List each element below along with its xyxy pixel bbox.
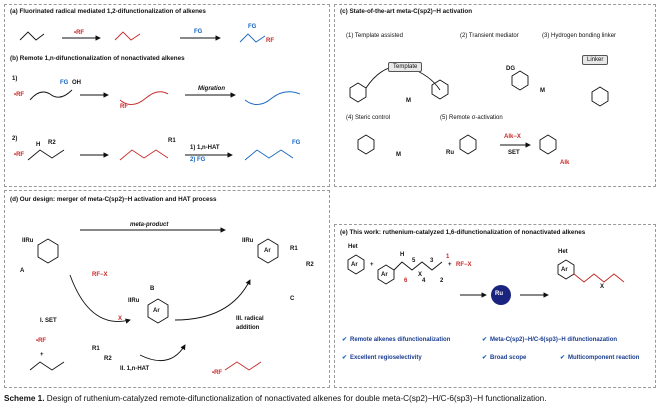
panel-e-title: (e) This work: ruthenium-catalyzed 1,6-d… (340, 229, 586, 236)
r1-d-label: R1 (92, 346, 100, 352)
migration-label: Migration (198, 86, 225, 92)
step-2-label: 2) (12, 136, 18, 142)
plus-d: + (40, 352, 44, 358)
ru-catalyst-badge (491, 285, 511, 305)
template-box: Template (388, 62, 423, 72)
alkene-a (19, 31, 45, 41)
x-product-label: X (600, 284, 605, 290)
ru-c-label: IIRu (242, 238, 254, 244)
set-label-d: I. SET (40, 318, 57, 324)
steric-control-label: (4) Steric control (346, 115, 391, 121)
r2-d-label: R2 (104, 356, 112, 362)
ru-b-label: IIRu (128, 298, 140, 304)
dg-label: DG (506, 66, 515, 72)
panel-d-frame (4, 190, 330, 388)
rf-x-label-e: RF−X (456, 262, 472, 268)
caption-label: Scheme 1. (4, 394, 45, 403)
rf-x-label-d: RF−X (92, 272, 108, 278)
linker-box: Linker (582, 55, 609, 65)
template-assisted-label: (1) Template assisted (346, 33, 403, 39)
panel-d-title: (d) Our design: merger of meta-C(sp2)−H … (10, 196, 217, 203)
panel-e-frame (334, 224, 656, 388)
feature-meta-c6: ✔Meta-C(sp2)−H/C-6(sp3)−H difunctionazat… (482, 337, 618, 343)
ar-c-label: Ar (264, 248, 271, 254)
feature-broad-scope: ✔Broad scope (482, 355, 527, 361)
plus-e2: + (448, 262, 452, 268)
h-b2: H (36, 142, 41, 148)
num-4: 4 (422, 278, 426, 284)
ru-label-c: Ru (446, 150, 454, 156)
meta-product-label: meta-product (130, 222, 169, 228)
ar-label-e2: Ar (381, 272, 388, 278)
het-product-label: Het (558, 249, 568, 255)
plus-e1: + (370, 262, 374, 268)
hat-label-d: II. 1,n-HAT (120, 366, 150, 372)
fg-b1: FG (60, 80, 69, 86)
step-1-label: 1) (12, 76, 18, 82)
remote-sigma-label: (5) Remote σ-activation (440, 115, 503, 121)
metal-m-1: M (406, 98, 411, 104)
ar-product-label: Ar (561, 267, 568, 273)
radical-label-d: III. radical (236, 316, 264, 322)
num-2: 2 (440, 278, 444, 284)
ar-b-label: Ar (153, 308, 160, 314)
fg-reagent-a: FG (194, 29, 203, 35)
num-3: 3 (430, 258, 434, 264)
rf-radical-b2: •RF (14, 152, 25, 158)
panel-c-title: (c) State-of-the-art meta-C(sp2)−H activ… (340, 8, 473, 15)
caption-text: Design of ruthenium-catalyzed remote-dif… (44, 394, 547, 403)
rf-radical-a: •RF (74, 30, 85, 36)
num-6: 6 (404, 278, 408, 284)
rf-chain-d: •RF (212, 370, 223, 376)
r1-c-label: R1 (290, 246, 298, 252)
alk-product-label: Alk (560, 160, 570, 166)
r1-b2: R1 (168, 138, 176, 144)
fg-product-b2: FG (292, 140, 301, 146)
ru-a-label: IIRu (22, 238, 34, 244)
figure-caption: Scheme 1. Design of ruthenium-catalyzed … (4, 394, 547, 403)
rf-product-b1: RF (120, 104, 128, 110)
r2-c-label: R2 (306, 262, 314, 268)
panel-a-title: (a) Fluorinated radical mediated 1,2-dif… (10, 8, 206, 15)
num-1: 1 (446, 254, 450, 260)
b-label: B (150, 286, 155, 292)
panel-c-frame (334, 4, 656, 187)
panel-a-b-frame (4, 4, 330, 187)
x-b-label: X (118, 316, 123, 322)
rf-radical-d: •RF (36, 338, 47, 344)
a-label: A (20, 268, 25, 274)
feature-multicomponent: ✔Multicomponent reaction (560, 355, 640, 361)
hat-label-b: 1) 1,n-HAT (190, 145, 220, 151)
addition-label-d: addition (236, 325, 260, 331)
rf-product-a: RF (266, 38, 274, 44)
num-5: 5 (412, 258, 416, 264)
ru-catalyst-label: Ru (495, 291, 503, 297)
metal-m-3: M (396, 152, 401, 158)
feature-regioselectivity: ✔Excellent regioselectivity (342, 355, 422, 361)
fg-step-label-b: 2) FG (190, 157, 206, 163)
hydrogen-bonding-label: (3) Hydrogen bonding linker (542, 33, 617, 39)
x-label-e: X (418, 272, 423, 278)
transient-mediator-label: (2) Transient mediator (460, 33, 519, 39)
c-label: C (290, 296, 295, 302)
h-label-e: H (400, 252, 405, 258)
oh-b1: OH (72, 80, 81, 86)
feature-remote-difunctionalization: ✔Remote alkenes difunctionalization (342, 337, 451, 343)
rf-radical-b1: •RF (14, 92, 25, 98)
set-label-c: SET (508, 150, 520, 156)
het-label: Het (348, 244, 358, 250)
alk-x-label: Alk−X (504, 134, 521, 140)
metal-m-2: M (540, 88, 545, 94)
ar-label-e1: Ar (351, 262, 358, 268)
r2-b2: R2 (48, 140, 56, 146)
fg-product-a: FG (248, 24, 257, 30)
panel-b-title: (b) Remote 1,n-difunctionalization of no… (10, 55, 185, 62)
